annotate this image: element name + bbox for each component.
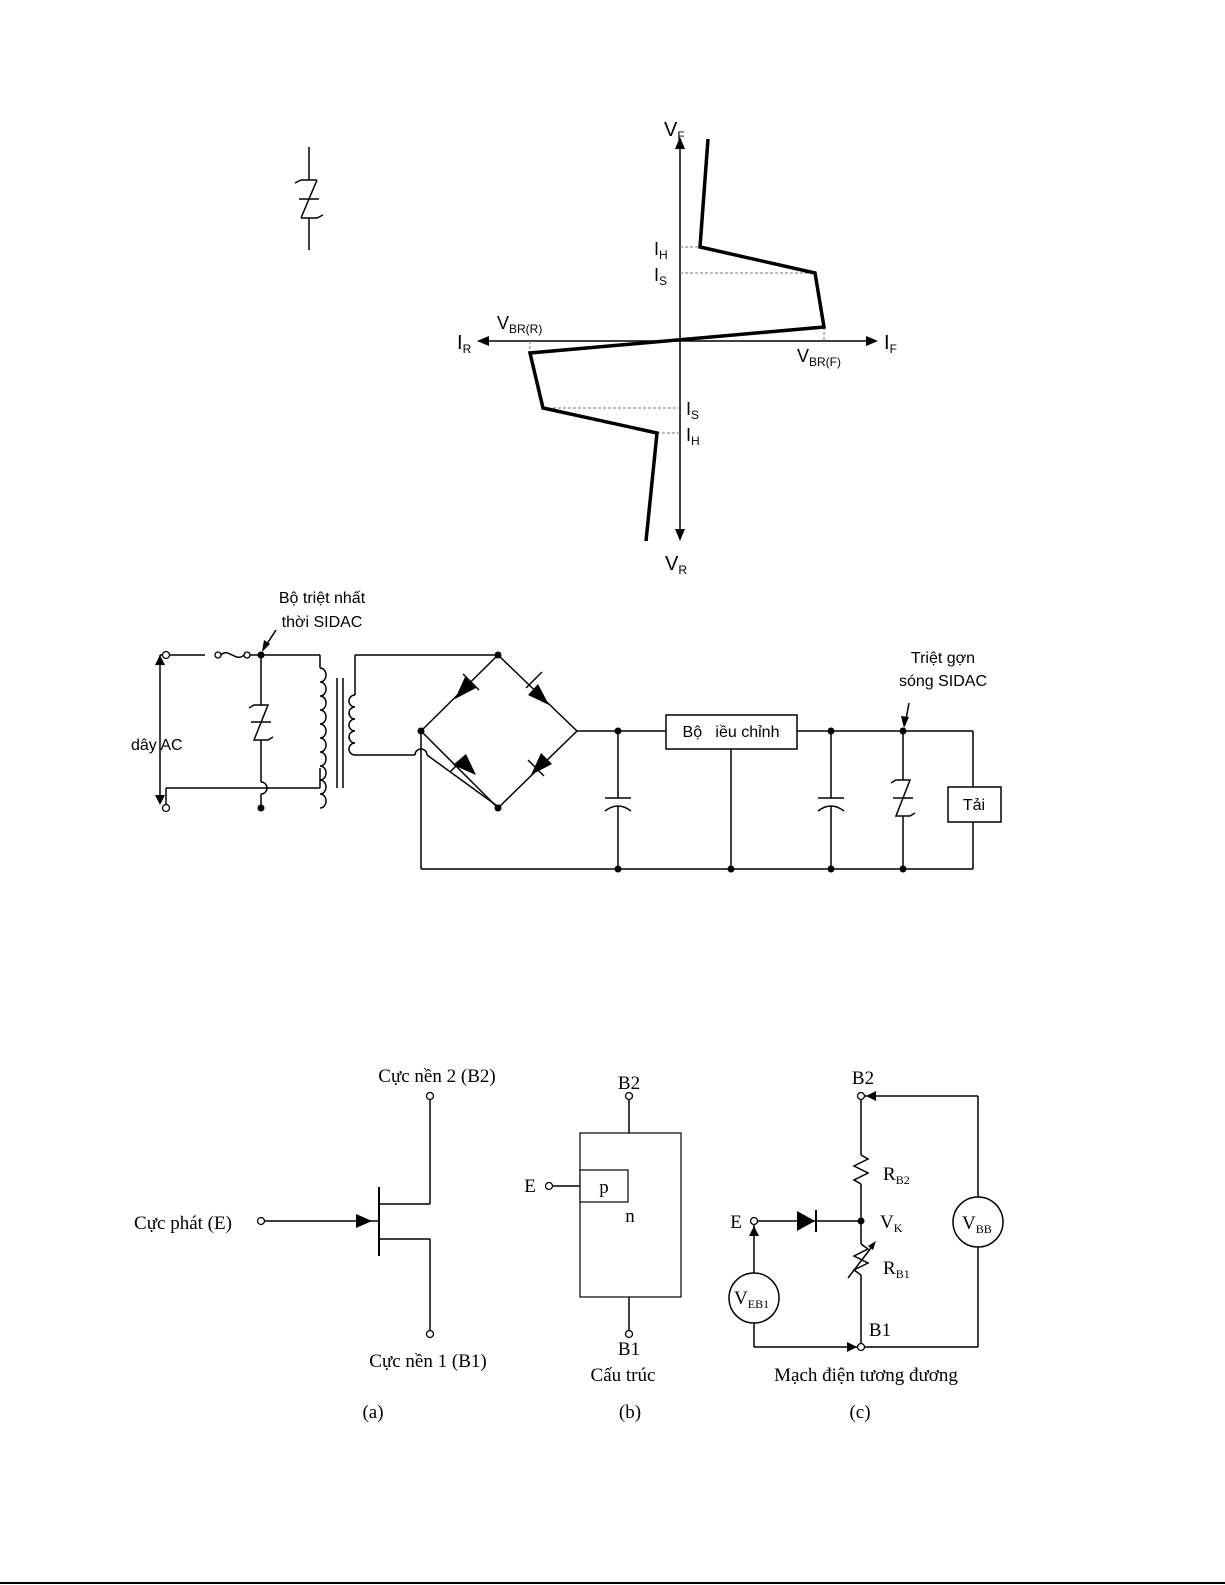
load-label: Tải (963, 797, 985, 814)
ripple-label-line2: sóng SIDAC (899, 673, 987, 690)
fuse-terminal (244, 652, 250, 658)
caption-b: (b) (619, 1402, 641, 1423)
rb1-variable-arrowhead (868, 1241, 876, 1250)
suppressor-label-line2: thời SIDAC (282, 614, 363, 631)
b1-terminal (427, 1331, 434, 1338)
eq-b2-label: B2 (852, 1068, 874, 1089)
struct-e-terminal (546, 1183, 553, 1190)
eq-title: Mạch điện tương đương (774, 1365, 958, 1386)
fuse-terminal (215, 652, 221, 658)
struct-b1-label: B1 (618, 1339, 640, 1360)
ih-bottom-label: IH (686, 425, 700, 448)
caption-a: (a) (362, 1402, 383, 1423)
vf-label: VF (664, 119, 685, 143)
vr-arrowhead (675, 529, 685, 541)
p-region-label: p (599, 1177, 609, 1198)
ac-terminal-top (163, 652, 170, 659)
ujt-symbol: Cực nền 2 (B2) Cực phát (E) Cực nền 1 (B… (134, 1066, 496, 1423)
caption-c: (c) (849, 1402, 870, 1423)
fuse (221, 653, 244, 658)
rb1-variable-resistor (854, 1244, 868, 1275)
struct-title: Cấu trúc (591, 1365, 656, 1386)
ujt-structure: B2 p n E B1 Cấu trúc (b) (524, 1073, 681, 1423)
vk-node-dot (858, 1218, 865, 1225)
suppressor-label-line1: Bộ triệt nhất (279, 590, 366, 607)
emitter-arrowhead (356, 1214, 372, 1228)
rb2-resistor (854, 1155, 868, 1184)
junction-dot (828, 866, 835, 873)
veb1-return-arrowhead (847, 1342, 857, 1352)
if-label: IF (884, 332, 897, 356)
emitter-terminal (258, 1218, 265, 1225)
junction-dot (615, 866, 622, 873)
characteristic-curve (530, 139, 824, 541)
struct-e-label: E (524, 1176, 536, 1197)
junction-dot (258, 805, 265, 812)
vr-label: VR (665, 553, 687, 577)
bridge-diode (531, 753, 552, 775)
transformer-primary (320, 668, 326, 808)
regulator-label: Bộ iều chỉnh (683, 724, 780, 741)
b2-terminal (427, 1093, 434, 1100)
transformer-secondary (349, 695, 355, 755)
ih-top-label: IH (654, 239, 668, 262)
junction-dot (728, 866, 735, 873)
vk-label: VK (880, 1212, 903, 1235)
ac-terminal-bottom (163, 805, 170, 812)
n-region-label: n (625, 1206, 635, 1227)
eq-b1-label: B1 (869, 1320, 891, 1341)
eq-b1-terminal (858, 1344, 865, 1351)
sidac-protection-circuit: Bộ iều chỉnh Tải Bộ triệt nhất thời SIDA… (131, 590, 1001, 873)
struct-b2-label: B2 (618, 1073, 640, 1094)
vbb-arrowhead (866, 1091, 876, 1101)
junction-dot (900, 866, 907, 873)
ujt-equivalent-circuit: B2 RB2 E VK RB1 B1 VBB VEB1 (729, 1068, 1003, 1423)
struct-b1-terminal (626, 1331, 633, 1338)
ujt-b1-label: Cực nền 1 (B1) (369, 1351, 486, 1372)
eq-e-label: E (730, 1212, 742, 1233)
ujt-b2-label: Cực nền 2 (B2) (378, 1066, 495, 1087)
junction-dot (495, 652, 502, 659)
sidac-symbol (295, 147, 323, 250)
ripple-pointer-arrowhead (901, 716, 909, 728)
ac-input-arrowhead (155, 795, 165, 805)
vi-characteristic: VF VR IF IR IH IS VBR(R) VBR(F) IS IH (457, 119, 897, 577)
ripple-label-line1: Triệt gợn (911, 650, 975, 667)
ujt-emitter-label: Cực phát (E) (134, 1213, 232, 1234)
is-bottom-label: IS (686, 399, 699, 422)
is-top-label: IS (654, 265, 667, 288)
rb1-label: RB1 (883, 1258, 910, 1281)
veb1-arrowhead (749, 1226, 759, 1236)
eq-e-terminal (751, 1218, 758, 1225)
pn-diode (797, 1211, 815, 1231)
struct-b2-terminal (626, 1093, 633, 1100)
junction-dot (495, 805, 502, 812)
vbrf-label: VBR(F) (797, 346, 841, 369)
ir-label: IR (457, 332, 472, 356)
rb2-label: RB2 (883, 1164, 910, 1187)
ir-arrowhead (477, 336, 489, 346)
eq-b2-terminal (858, 1093, 865, 1100)
vbrr-label: VBR(R) (497, 313, 542, 336)
ac-line-label: dây AC (131, 737, 183, 754)
if-arrowhead (866, 336, 878, 346)
